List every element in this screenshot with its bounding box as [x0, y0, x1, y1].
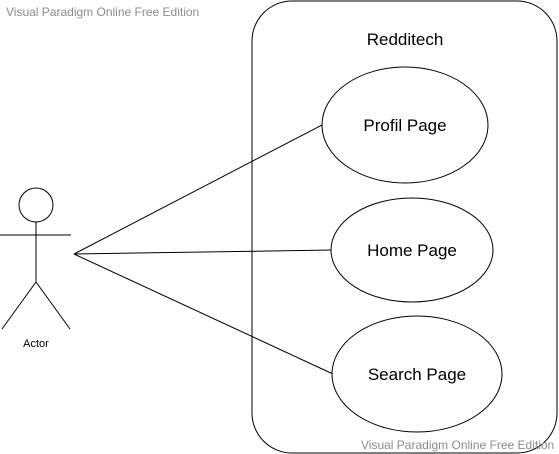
- actor-right-leg: [35, 281, 71, 330]
- actor-left-leg: [1, 281, 37, 330]
- use-case-home-page[interactable]: Home Page: [330, 197, 494, 303]
- use-case-profil-page-ellipse[interactable]: [321, 66, 489, 184]
- use-case-profil-page-label: Profil Page: [363, 116, 446, 135]
- association-profil-page[interactable]: [73, 124, 323, 255]
- system-title: Redditech: [367, 30, 444, 49]
- association-home-page[interactable]: [73, 249, 333, 255]
- use-case-home-page-ellipse[interactable]: [330, 197, 494, 303]
- watermark-bottom: Visual Paradigm Online Free Edition: [361, 438, 555, 452]
- use-case-search-page-ellipse[interactable]: [331, 315, 503, 433]
- actor-figure[interactable]: [0, 187, 71, 330]
- use-case-profil-page[interactable]: Profil Page: [321, 66, 489, 184]
- actor-label: Actor: [23, 338, 49, 350]
- use-case-search-page[interactable]: Search Page: [331, 315, 503, 433]
- use-case-home-page-label: Home Page: [367, 241, 457, 260]
- actor-head: [18, 187, 54, 223]
- watermark-top: Visual Paradigm Online Free Edition: [6, 5, 200, 19]
- use-case-search-page-label: Search Page: [368, 365, 466, 384]
- association-search-page[interactable]: [73, 253, 334, 375]
